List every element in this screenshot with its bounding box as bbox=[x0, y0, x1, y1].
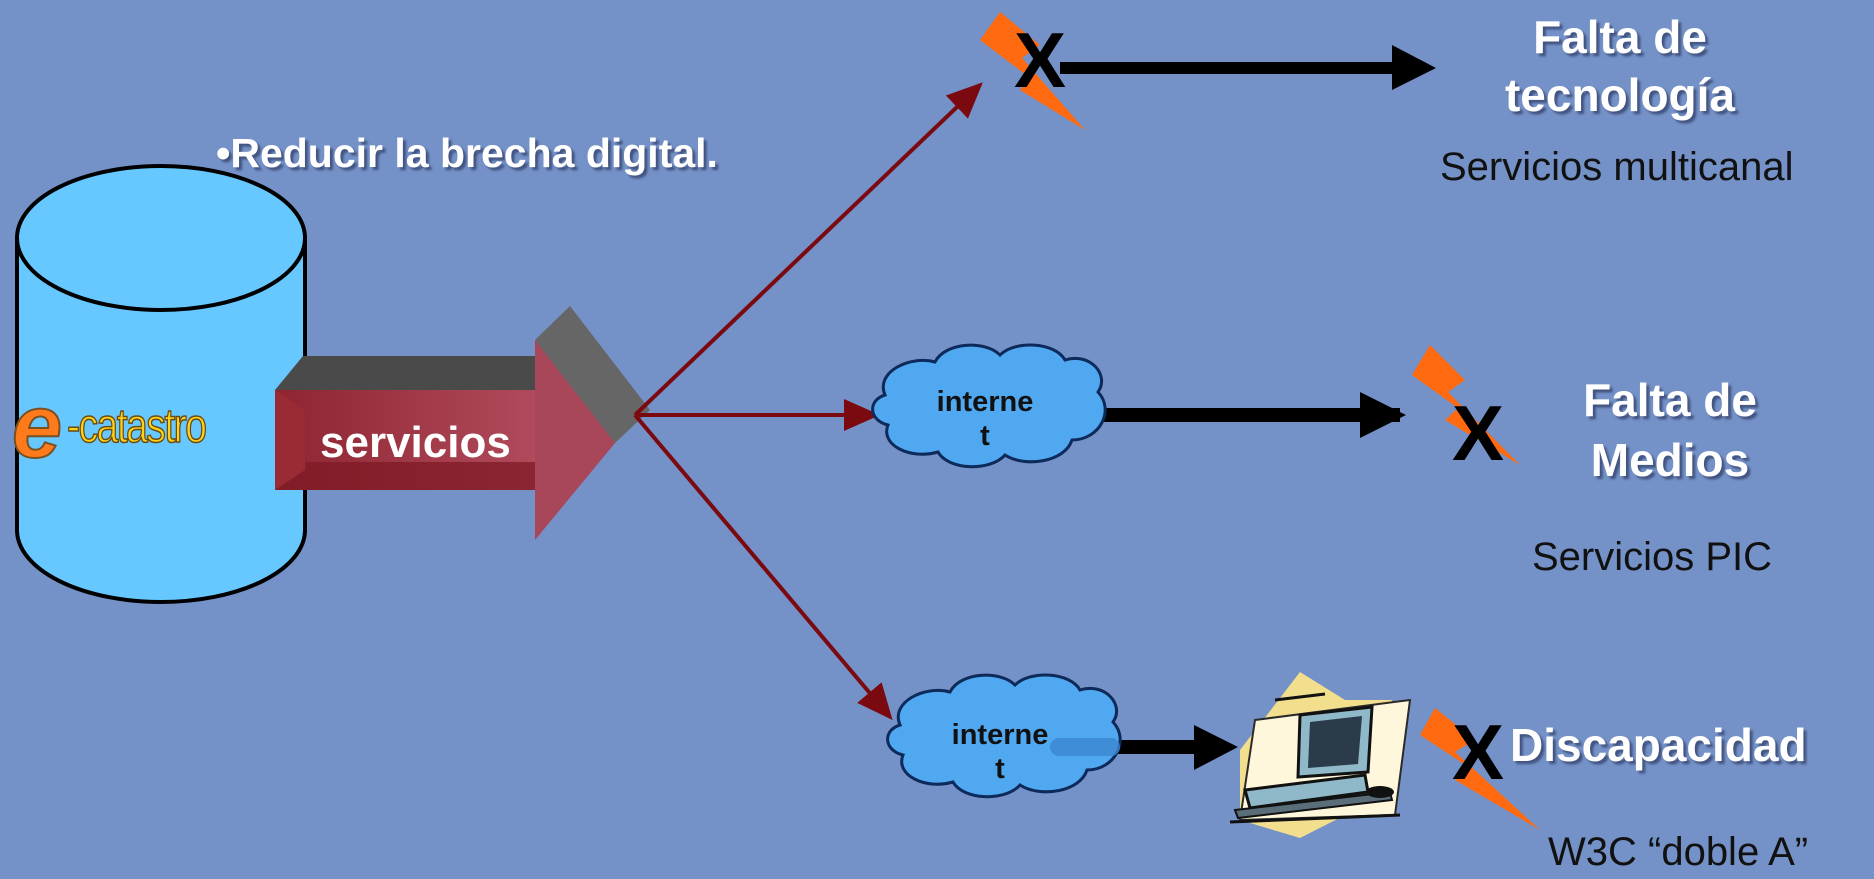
lightning-icon-top bbox=[980, 12, 1085, 130]
problem-label-technology: Falta de tecnología bbox=[1470, 8, 1770, 124]
bullet-text: •Reducir la brecha digital. bbox=[216, 130, 718, 176]
lightning-icon-bottom bbox=[1420, 708, 1540, 830]
problem-line-1: Falta de bbox=[1533, 11, 1707, 63]
problem-line-1: Falta de bbox=[1583, 374, 1757, 426]
cloud-middle bbox=[871, 343, 1107, 469]
cloud-bottom bbox=[886, 673, 1122, 799]
black-arrow-middle bbox=[1100, 408, 1400, 422]
logo-e-letter: e bbox=[11, 377, 63, 477]
problem-line-2: Medios bbox=[1590, 434, 1750, 486]
solution-label-multichannel: Servicios multicanal bbox=[1440, 145, 1794, 189]
cross-mark-top: X bbox=[1014, 16, 1067, 104]
ecatastro-logo: e -catastro bbox=[11, 381, 235, 473]
solution-label-pic: Servicios PIC bbox=[1532, 535, 1773, 579]
cloud-label-bottom: interne t bbox=[951, 719, 1049, 785]
black-arrow-top bbox=[1060, 45, 1436, 90]
problem-line-2: tecnología bbox=[1504, 69, 1736, 121]
black-arrow-middle-head bbox=[1360, 392, 1406, 438]
arrow-label: servicios bbox=[320, 418, 511, 467]
logo-catastro-word: -catastro bbox=[66, 399, 207, 454]
database-cylinder bbox=[15, 164, 307, 604]
problem-label-disability: Discapacidad bbox=[1510, 719, 1807, 771]
connector-lines bbox=[633, 82, 983, 721]
lightning-icon-middle bbox=[1412, 345, 1520, 465]
cross-mark-bottom: X bbox=[1452, 708, 1505, 796]
servicios-arrow bbox=[275, 306, 650, 540]
solution-label-w3c: W3C “doble A” bbox=[1548, 830, 1809, 874]
black-arrow-bottom bbox=[1110, 725, 1238, 770]
cloud-label-middle: interne t bbox=[936, 386, 1034, 452]
problem-label-means: Falta de Medios bbox=[1520, 370, 1820, 490]
computer-icon bbox=[1229, 672, 1412, 838]
cross-mark-middle: X bbox=[1452, 389, 1505, 477]
